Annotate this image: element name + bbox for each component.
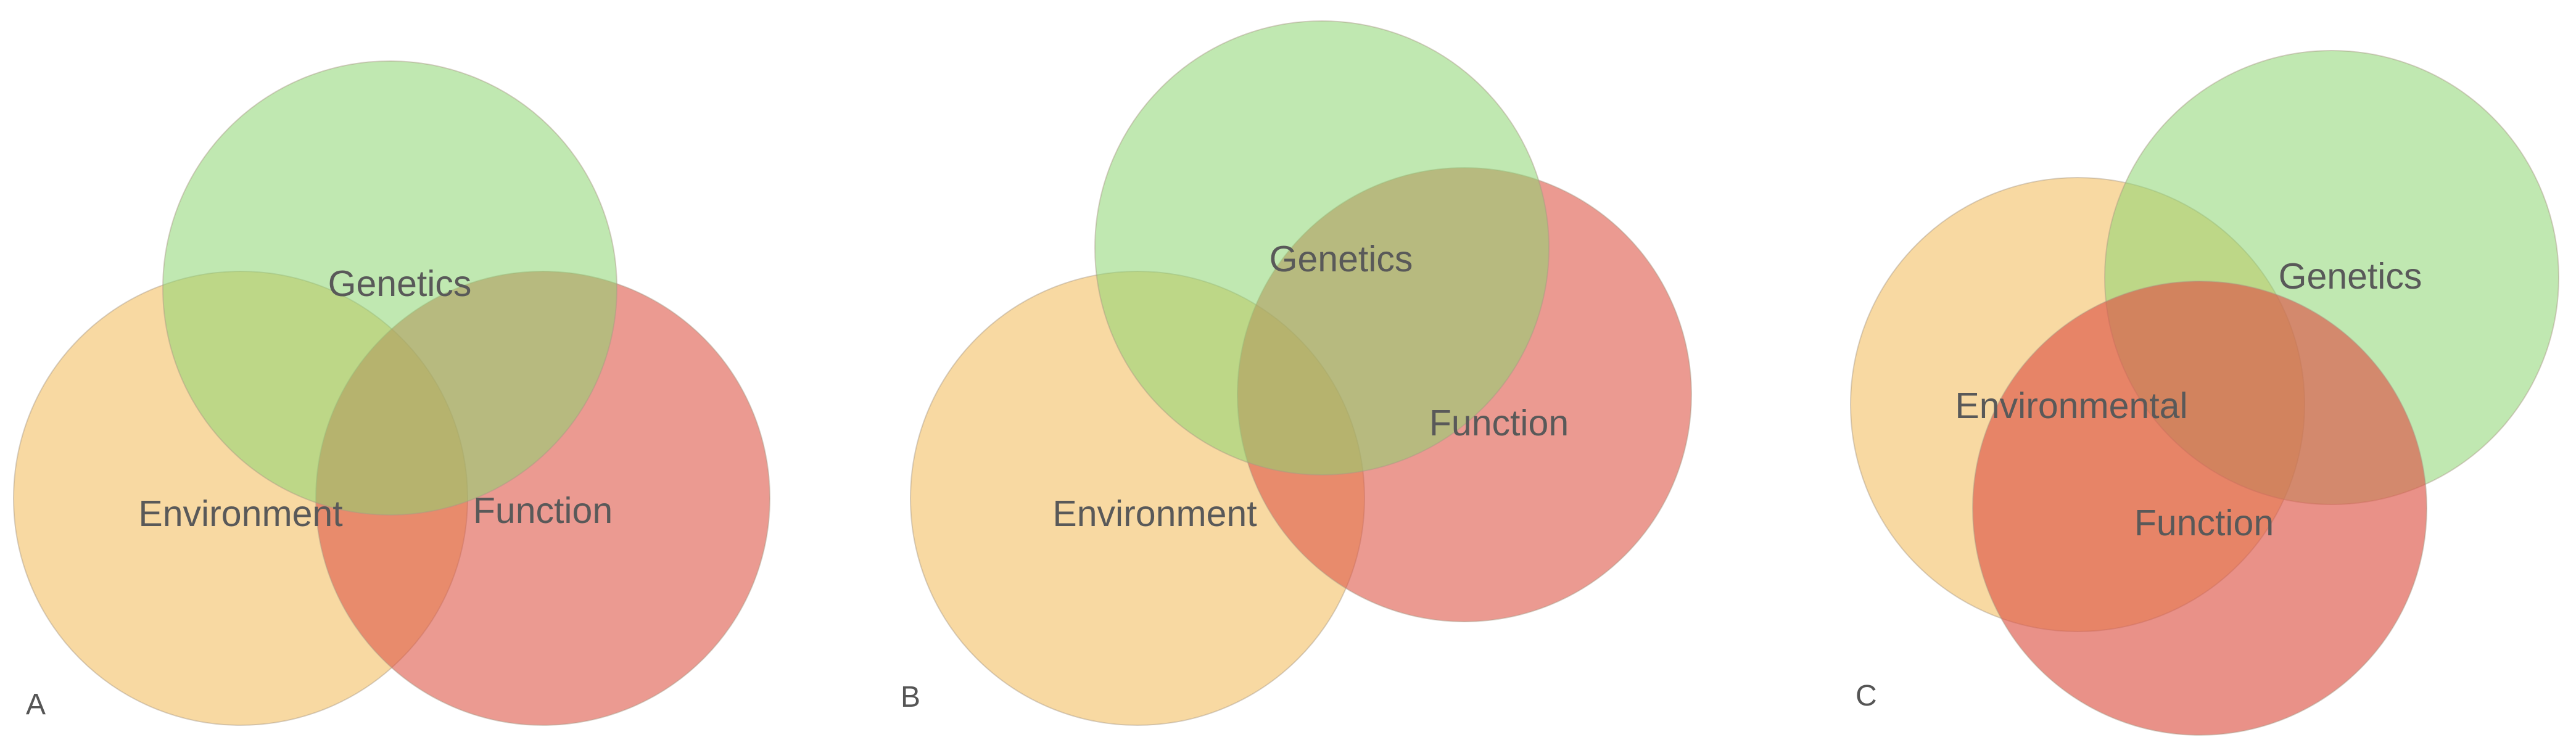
panel-a-genetics-label: Genetics [328,263,472,304]
panel-a-function-label: Function [473,490,613,531]
panel-c-genetics-label: Genetics [2279,256,2422,297]
panel-a-letter: A [26,688,46,721]
panel-a-genetics-circle [162,60,617,516]
panel-b-letter: B [901,681,920,714]
panel-a-environment-label: Environment [138,493,342,534]
panel-c: Genetics Environmental Function C [1850,50,2559,736]
panel-b-environment-label: Environment [1052,493,1257,534]
panel-a: Genetics Environment Function A [13,60,770,726]
panel-c-function-label: Function [2134,503,2274,543]
panel-b-function-label: Function [1429,403,1569,443]
panel-b-genetics-circle [1094,20,1550,475]
panel-c-function-circle [1972,281,2427,736]
panel-c-environmental-label: Environmental [1955,385,2187,426]
panel-b-genetics-label: Genetics [1269,239,1413,279]
panel-c-letter: C [1856,680,1877,712]
panel-b: Genetics Environment Function B [901,20,1692,726]
